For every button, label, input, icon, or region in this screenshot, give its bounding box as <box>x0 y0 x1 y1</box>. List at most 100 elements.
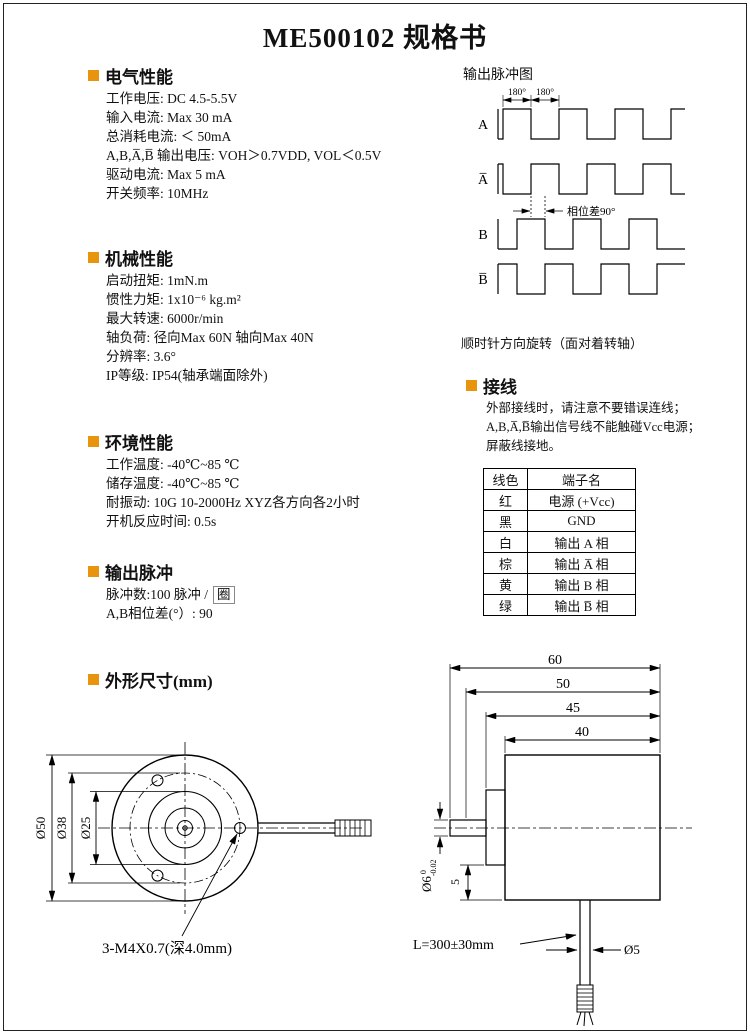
section-mechanical-header: 机械性能 <box>88 245 173 270</box>
terminal-name: GND <box>527 510 636 532</box>
page-title: ME500102 规格书 <box>262 23 488 53</box>
waveform-traces <box>497 108 685 295</box>
section-title-pulse: 输出脉冲 <box>105 564 173 583</box>
terminal-name: 输出 B 相 <box>527 573 636 595</box>
mounting-hole <box>151 774 164 787</box>
terminal-name: 输出 A̅ 相 <box>527 552 636 574</box>
dim-label-step5: 5 <box>448 879 462 885</box>
dim-label-shaft-dia: Ø60-0.02 <box>419 859 438 892</box>
table-row: 红 电源 (+Vcc) <box>483 489 636 511</box>
section-environment-header: 环境性能 <box>88 429 173 454</box>
wiring-notes: 外部接线时，请注意不要错误连线； A,B,A̅,B̅输出信号线不能触碰Vcc电源… <box>486 399 700 456</box>
spec-line: 惯性力矩: 1x10⁻⁶ kg.m² <box>106 292 241 307</box>
table-row: 黑 GND <box>483 510 636 532</box>
channel-b-bar-label: B̅ <box>478 273 487 288</box>
screw-spec-label: 3-M4X0.7(深4.0mm) <box>102 940 232 957</box>
mounting-boss <box>485 789 506 866</box>
dim-label-60: 60 <box>548 653 562 668</box>
mounting-hole <box>151 869 164 882</box>
pulse-count-line: 脉冲数:100 脉冲 / 圈 <box>106 585 235 604</box>
dim-label-45: 45 <box>566 701 580 716</box>
cable-length-label: L=300±30mm <box>413 938 494 953</box>
spec-line: 启动扭矩: 1mN.m <box>106 273 209 288</box>
shaft <box>449 819 487 837</box>
rotation-direction-note: 顺时针方向旋转（面对着转轴） <box>461 336 644 351</box>
trace-a-bar <box>498 163 685 195</box>
outline-dimension-drawing: Ø50 Ø38 Ø25 3-M4X0.7(深4.0mm) <box>33 653 692 1027</box>
section-title-outline: 外形尺寸(mm) <box>105 672 213 691</box>
section-bullet-icon <box>88 252 99 263</box>
table-row: 棕 输出 A̅ 相 <box>483 552 636 574</box>
waveform-diagram-title: 输出脉冲图 <box>463 68 533 83</box>
terminal-name: 电源 (+Vcc) <box>527 489 636 511</box>
dim-label-50: 50 <box>556 677 570 692</box>
wire-color: 棕 <box>483 552 528 574</box>
electrical-specs: 工作电压: DC 4.5-5.5V 输入电流: Max 30 mA 总消耗电流:… <box>106 89 381 203</box>
table-row: 绿 输出 B̅ 相 <box>483 594 636 616</box>
mounting-hole <box>234 822 246 834</box>
wiring-note: A,B,A̅,B̅输出信号线不能触碰Vcc电源； <box>486 420 701 434</box>
output-pulse-waveform-diagram: 180° 180° 相位差90° A A̅ B B̅ <box>478 87 685 295</box>
spec-line: 开机反应时间: 0.5s <box>106 514 217 529</box>
section-pulse-header: 输出脉冲 <box>88 559 173 584</box>
section-electrical-header: 电气性能 <box>88 63 173 88</box>
trace-b <box>498 218 685 250</box>
section-bullet-icon <box>466 380 477 391</box>
deg-label-right: 180° <box>536 87 554 98</box>
terminal-name: 输出 A 相 <box>527 531 636 553</box>
spec-line: 分辨率: 3.6° <box>106 349 176 364</box>
cable-dia-label: Ø5 <box>624 942 640 957</box>
section-title-electrical: 电气性能 <box>105 68 173 87</box>
dim-label-dia38: Ø38 <box>54 817 69 839</box>
wire-color: 白 <box>483 531 528 553</box>
dim-label-40: 40 <box>575 725 589 740</box>
spec-line: 最大转速: 6000r/min <box>106 311 224 326</box>
spec-line: 耐振动: 10G 10-2000Hz XYZ各方向各2小时 <box>106 495 360 510</box>
side-view-dimensions <box>434 664 661 954</box>
side-view <box>434 754 692 1027</box>
table-row: 白 输出 A 相 <box>483 531 636 553</box>
spec-line: 工作温度: -40℃~85 ℃ <box>106 457 240 472</box>
encoder-body <box>504 754 661 901</box>
spec-line: 工作电压: DC 4.5-5.5V <box>106 91 238 106</box>
mechanical-specs: 启动扭矩: 1mN.m 惯性力矩: 1x10⁻⁶ kg.m² 最大转速: 600… <box>106 271 314 385</box>
table-row: 黄 输出 B 相 <box>483 573 636 595</box>
pulse-count-unit: 圈 <box>213 586 235 604</box>
wire-color: 黄 <box>483 573 528 595</box>
front-view-dimensions <box>46 754 238 937</box>
section-title-environment: 环境性能 <box>105 434 173 453</box>
pulse-phase-line: A,B相位差(°）: 90 <box>106 606 213 621</box>
wiring-note: 屏蔽线接地。 <box>486 439 562 453</box>
pulse-count-prefix: 脉冲数:100 脉冲 / <box>106 587 209 602</box>
terminal-name: 输出 B̅ 相 <box>527 594 636 616</box>
dim-label-dia50: Ø50 <box>33 817 48 839</box>
spec-line: 开关频率: 10MHz <box>106 186 209 201</box>
section-bullet-icon <box>88 674 99 685</box>
spec-line: 总消耗电流: ＜ 50mA <box>106 129 232 144</box>
wiring-table: 线色 端子名 红 电源 (+Vcc) 黑 GND 白 输出 A 相 棕 输出 A… <box>483 468 636 616</box>
section-title-wiring: 接线 <box>483 378 517 397</box>
wire-color: 绿 <box>483 594 528 616</box>
trace-b-bar <box>498 263 685 295</box>
cable-end-front <box>334 819 372 837</box>
front-view <box>98 742 372 914</box>
spec-line: 驱动电流: Max 5 mA <box>106 167 226 182</box>
dim-label-dia25: Ø25 <box>78 817 93 839</box>
wire-color: 黑 <box>483 510 528 532</box>
channel-a-label: A <box>478 118 489 133</box>
section-wiring-header: 接线 <box>466 373 517 398</box>
terminal-name-header: 端子名 <box>527 468 636 490</box>
wire-color-header: 线色 <box>483 468 528 490</box>
phase-diff-label: 相位差90° <box>567 204 615 218</box>
environment-specs: 工作温度: -40℃~85 ℃ 储存温度: -40℃~85 ℃ 耐振动: 10G… <box>106 455 360 531</box>
channel-a-bar-label: A̅ <box>478 172 489 188</box>
deg-label-left: 180° <box>508 87 526 98</box>
spec-line: 储存温度: -40℃~85 ℃ <box>106 476 240 491</box>
waveform-dimensions <box>502 95 563 217</box>
spec-line: IP等级: IP54(轴承端面除外) <box>106 368 268 383</box>
spec-line: 输入电流: Max 30 mA <box>106 110 233 125</box>
wiring-note: 外部接线时，请注意不要错误连线； <box>486 401 687 415</box>
wire-color: 红 <box>483 489 528 511</box>
channel-b-label: B <box>478 228 487 243</box>
spec-line: A,B,A̅,B̅ 输出电压: VOH＞0.7VDD, VOL＜0.5V <box>106 148 382 163</box>
